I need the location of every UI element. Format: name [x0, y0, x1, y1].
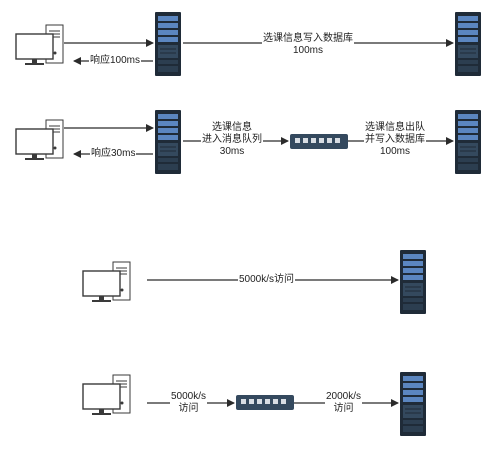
app-server-icon: [154, 11, 182, 77]
scenario4-group: [82, 371, 427, 437]
outbound-rate-label: 2000k/s 访问: [325, 391, 363, 415]
response-time-label: 响应100ms: [89, 55, 142, 67]
dequeue-label: 选课信息出队 并写入数据库 100ms: [364, 122, 426, 158]
enqueue-label: 选课信息 进入消息队列 30ms: [201, 122, 263, 158]
server-icon: [399, 249, 427, 315]
access-rate-label: 5000k/s访问: [238, 274, 296, 286]
inbound-rate-label: 5000k/s 访问: [170, 391, 208, 415]
database-server-icon: [454, 109, 482, 175]
message-queue-icon: [290, 134, 348, 149]
database-server-icon: [454, 11, 482, 77]
scenario1-group: [15, 11, 482, 77]
client-pc-icon: [82, 374, 131, 416]
db-write-label: 选课信息写入数据库 100ms: [262, 33, 354, 57]
app-server-icon: [154, 109, 182, 175]
client-pc-icon: [15, 119, 64, 161]
message-queue-icon: [236, 395, 294, 410]
client-pc-icon: [82, 261, 131, 303]
response-time-label: 响应30ms: [90, 148, 137, 160]
server-icon: [399, 371, 427, 437]
client-pc-icon: [15, 24, 64, 66]
